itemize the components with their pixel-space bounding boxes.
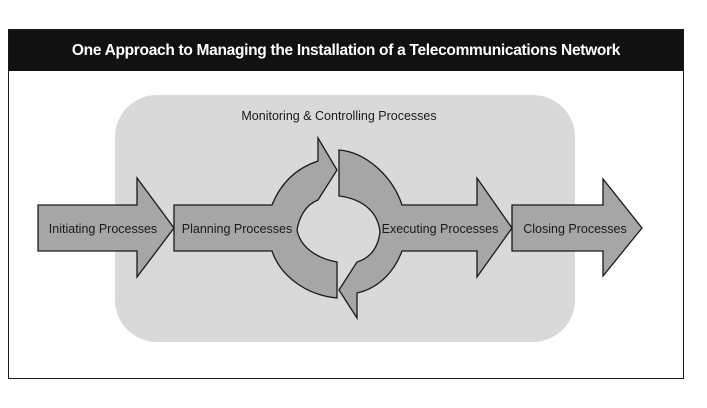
- planning-arrow: [173, 135, 338, 299]
- monitoring-label: Monitoring & Controlling Processes: [241, 109, 436, 123]
- closing-label: Closing Processes: [523, 222, 627, 236]
- executing-label: Executing Processes: [382, 222, 499, 236]
- planning-label: Planning Processes: [182, 222, 292, 236]
- closing-arrow: [511, 177, 643, 278]
- monitoring-region: [115, 95, 575, 342]
- executing-arrow: [338, 149, 513, 321]
- diagram-title: One Approach to Managing the Installatio…: [9, 30, 683, 71]
- initiating-arrow: [37, 176, 175, 279]
- initiating-label: Initiating Processes: [49, 222, 157, 236]
